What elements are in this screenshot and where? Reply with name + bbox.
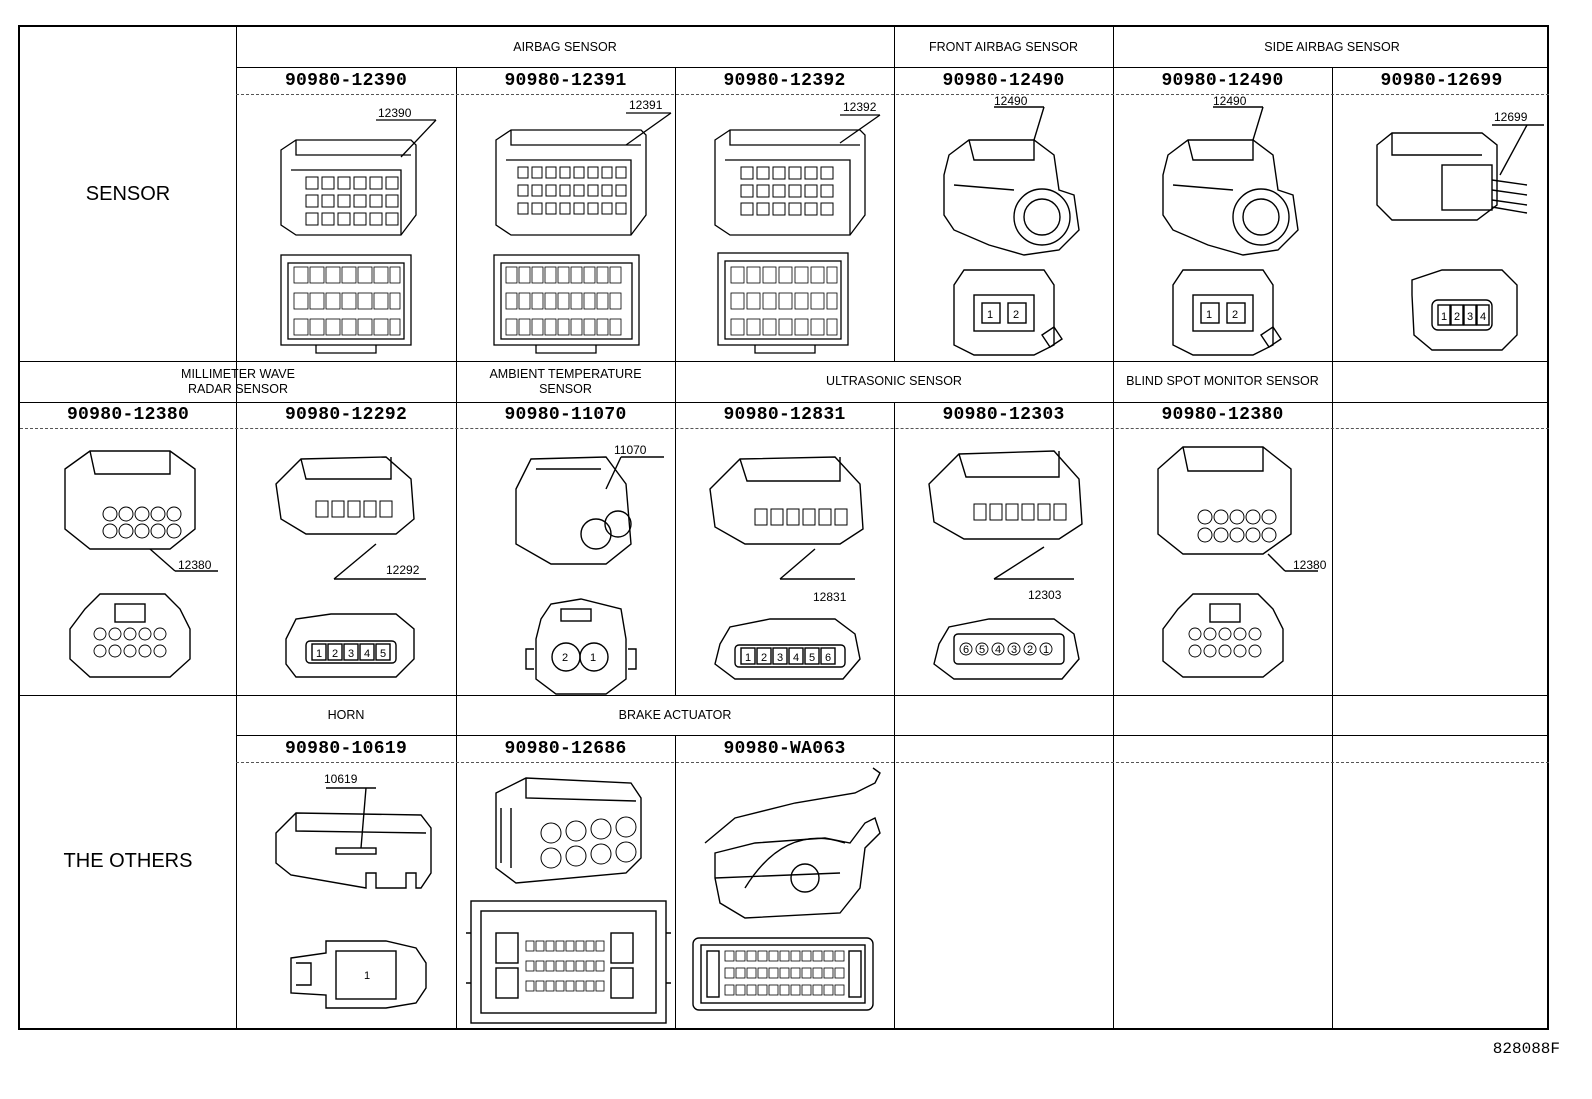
- pin-label: 2: [562, 652, 568, 664]
- connector-illustration: [456, 763, 675, 1028]
- callout-label: 12391: [629, 98, 663, 112]
- pin-label: 2: [332, 648, 338, 660]
- connector-illustration: 12490 1 2: [894, 95, 1113, 361]
- pin-label: 3: [777, 652, 783, 664]
- part-number: 90980-12380: [1161, 405, 1284, 425]
- pin-label: 4: [995, 644, 1001, 656]
- group-ambient-temperature: AMBIENT TEMPERATURE SENSOR: [456, 361, 675, 402]
- callout-label: 12490: [994, 95, 1028, 108]
- pin-label: 3: [1011, 644, 1017, 656]
- section-sensor: SENSOR: [85, 182, 171, 205]
- pin-label: 3: [1467, 311, 1473, 323]
- pin-label: 1: [1206, 309, 1212, 321]
- pin-label: 4: [364, 648, 370, 660]
- pin-label: 6: [825, 652, 831, 664]
- callout-label: 12831: [813, 590, 847, 604]
- connector-illustration: 12292 1 2 3 4 5: [236, 429, 456, 695]
- connector-illustration: 11070 2 1: [456, 429, 675, 695]
- connector-illustration: 12392: [675, 95, 894, 361]
- callout-label: 12392: [843, 100, 877, 114]
- connector-illustration: 12391: [456, 95, 675, 361]
- pin-label: 5: [380, 648, 386, 660]
- group-label-line: AMBIENT TEMPERATURE: [489, 366, 642, 381]
- part-number: 90980-12490: [942, 70, 1065, 91]
- group-label-line: RADAR SENSOR: [187, 381, 289, 396]
- pin-label: 4: [793, 652, 799, 664]
- pin-label: 2: [1027, 644, 1033, 656]
- callout-label: 10619: [324, 772, 358, 786]
- connector-illustration: 10619 1: [236, 763, 456, 1028]
- pin-label: 1: [987, 309, 993, 321]
- group-ultrasonic-sensor: ULTRASONIC SENSOR: [826, 374, 962, 388]
- callout-label: 12292: [386, 563, 420, 577]
- pin-label: 3: [348, 648, 354, 660]
- pin-label: 5: [979, 644, 985, 656]
- connector-table: SENSOR THE OTHERS AIRBAG SENSOR FRONT AI…: [18, 25, 1549, 1030]
- figure-id: 828088F: [1492, 1040, 1560, 1058]
- callout-label: 12380: [1293, 558, 1327, 572]
- pin-label: 2: [1232, 309, 1238, 321]
- pin-label: 1: [364, 970, 370, 982]
- part-number: 90980-12392: [723, 70, 846, 91]
- part-number: 90980-10619: [284, 738, 408, 759]
- group-horn: HORN: [327, 707, 365, 722]
- part-number: 90980-12303: [942, 405, 1065, 425]
- section-others: THE OTHERS: [63, 850, 193, 872]
- callout-label: 12380: [178, 558, 212, 572]
- connector-illustration: 12699 1 2 3 4: [1332, 95, 1551, 361]
- group-brake-actuator: BRAKE ACTUATOR: [618, 707, 732, 722]
- connector-illustration: 12380: [20, 429, 236, 695]
- part-number: 90980-12292: [284, 405, 408, 425]
- group-label-line: MILLIMETER WAVE: [181, 366, 295, 381]
- group-airbag-sensor: AIRBAG SENSOR: [513, 39, 617, 54]
- pin-label: 1: [1441, 311, 1447, 323]
- part-number: 90980-12490: [1161, 70, 1284, 91]
- group-millimeter-wave-radar: MILLIMETER WAVE RADAR SENSOR: [20, 361, 456, 402]
- pin-label: 2: [761, 652, 767, 664]
- part-number: 90980-12831: [723, 405, 846, 425]
- part-number: 90980-12686: [504, 738, 627, 759]
- pin-label: 2: [1013, 309, 1019, 321]
- group-label-line: SENSOR: [539, 381, 592, 396]
- connector-illustration: 12303 6 5 4 3 2 1: [894, 429, 1113, 695]
- connector-illustration: 12380: [1113, 429, 1332, 695]
- pin-label: 4: [1480, 311, 1486, 323]
- pin-label: 1: [590, 652, 596, 664]
- part-number: 90980-11070: [504, 405, 627, 425]
- pin-label: 5: [809, 652, 815, 664]
- callout-label: 12699: [1494, 110, 1528, 124]
- callout-label: 11070: [614, 443, 647, 457]
- pin-label: 1: [1043, 644, 1049, 656]
- group-blind-spot-monitor: BLIND SPOT MONITOR SENSOR: [1126, 374, 1319, 388]
- pin-label: 6: [963, 644, 969, 656]
- connector-illustration: 12490 1 2: [1113, 95, 1332, 361]
- part-number: 90980-12391: [504, 70, 627, 91]
- connector-illustration: 12831 1 2 3 4 5 6: [675, 429, 894, 695]
- pin-label: 1: [316, 648, 322, 660]
- pin-label: 2: [1454, 311, 1460, 323]
- group-front-airbag-sensor: FRONT AIRBAG SENSOR: [928, 39, 1079, 54]
- part-number: 90980-12380: [66, 405, 190, 425]
- callout-label: 12390: [378, 106, 412, 120]
- group-side-airbag-sensor: SIDE AIRBAG SENSOR: [1264, 39, 1400, 54]
- connector-illustration: [675, 763, 894, 1028]
- part-number: 90980-WA063: [723, 738, 846, 759]
- callout-label: 12490: [1213, 95, 1247, 108]
- connector-illustration: 12390: [236, 95, 456, 361]
- pin-label: 1: [745, 652, 751, 664]
- part-number: 90980-12390: [284, 70, 408, 91]
- part-number: 90980-12699: [1380, 70, 1503, 91]
- callout-label: 12303: [1028, 588, 1062, 602]
